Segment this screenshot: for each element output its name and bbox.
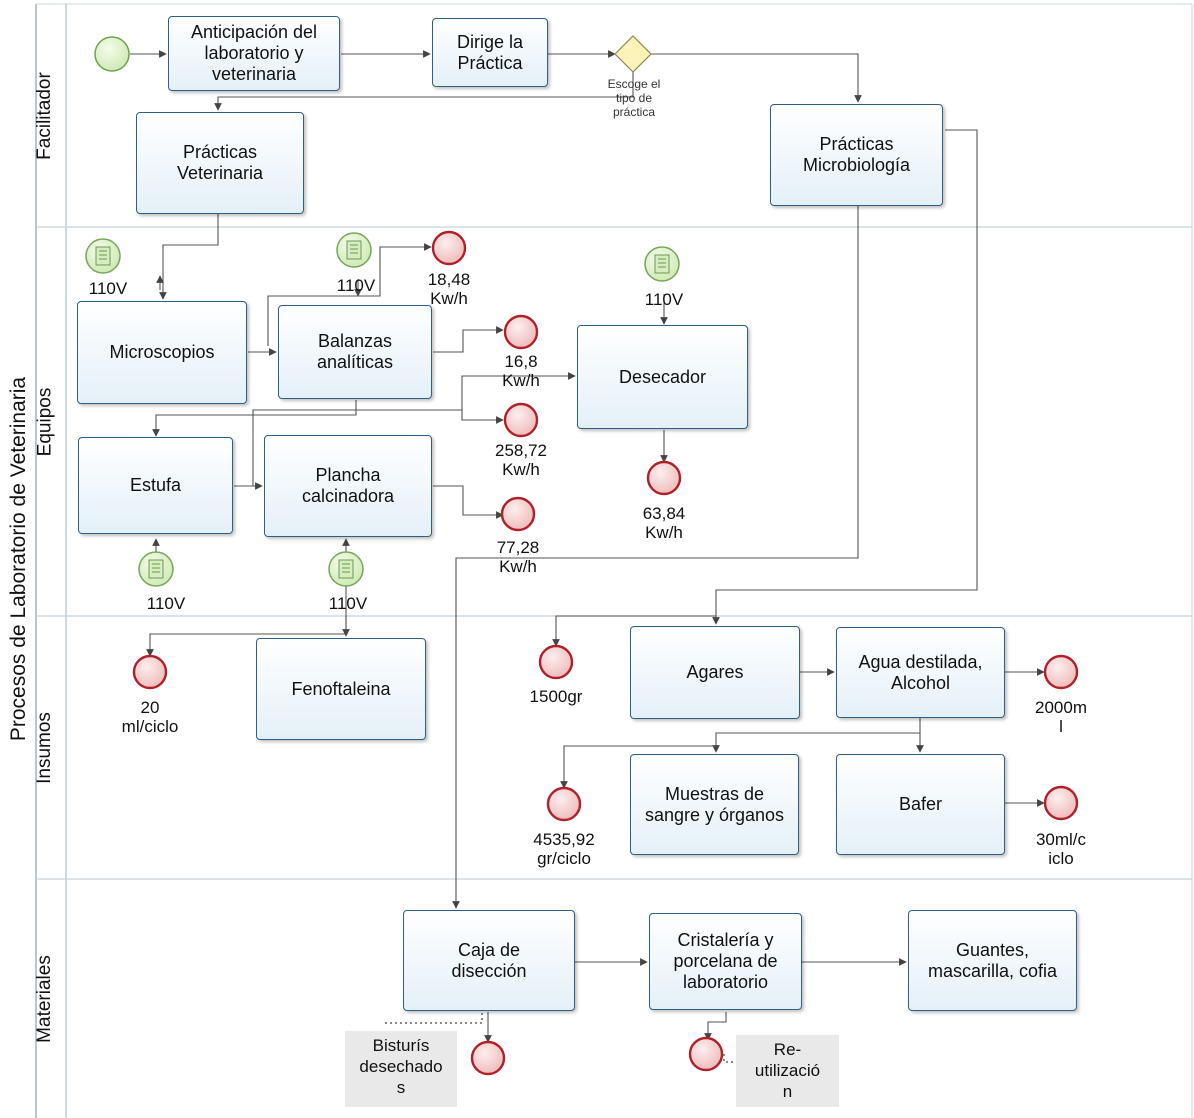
energy-label-estufa: 258,72 Kw/h [495, 441, 547, 479]
task-practicas-microbiologia[interactable]: Prácticas Microbiología [770, 104, 943, 206]
energy-label-desecador: 63,84 Kw/h [642, 504, 686, 542]
energy-label-balanzas: 16,8 Kw/h [502, 352, 540, 390]
task-agua-destilada-alcohol[interactable]: Agua destilada, Alcohol [836, 627, 1005, 718]
end-event-circle [500, 496, 536, 532]
sequence-flows [130, 50, 1045, 1043]
end-event-circle [1043, 654, 1079, 690]
message-start-events [85, 232, 680, 587]
association-reutilizacion [723, 1054, 733, 1063]
flow-balanzas-kwh [433, 326, 504, 353]
annotation-bisturis: Bisturís desechado s [345, 1031, 457, 1107]
task-estufa[interactable]: Estufa [78, 437, 233, 534]
task-practicas-veterinaria[interactable]: Prácticas Veterinaria [136, 112, 304, 214]
message-start-event-icon [644, 246, 680, 282]
task-bafer[interactable]: Bafer [836, 754, 1005, 855]
end-event-circle [538, 644, 574, 680]
voltage-label-balanzas: 110V [336, 276, 376, 295]
association-bisturis [385, 1012, 483, 1024]
flow-gateway-veterinaria [214, 72, 634, 111]
end-event-circle [646, 460, 682, 496]
flow-balanzas-estufa [152, 400, 357, 437]
flow-microbiologia-caja [452, 206, 859, 909]
task-cristaleria-porcelana[interactable]: Cristalería y porcelana de laboratorio [649, 913, 802, 1010]
lane-label-materiales: Materiales [34, 954, 55, 1043]
voltage-label-estufa: 110V [146, 594, 186, 613]
task-dirige-practica[interactable]: Dirige la Práctica [432, 18, 548, 87]
voltage-label-microscopios: 110V [88, 279, 128, 298]
consumption-label-fenoftaleina: 20 ml/ciclo [121, 698, 179, 736]
flow-to-1500gr [552, 615, 716, 647]
consumption-label-agua: 2000m l [1035, 698, 1087, 736]
lane-label-equipos: Equipos [34, 387, 56, 456]
voltage-label-plancha: 110V [328, 594, 368, 613]
end-event-circle [431, 230, 467, 266]
task-microscopios[interactable]: Microscopios [77, 301, 247, 404]
end-event-circle [688, 1036, 724, 1072]
flow-plancha-fenoftaleina-end [146, 566, 347, 657]
flow-agua-muestras [712, 732, 920, 753]
lane-label-insumos: Insumos [34, 711, 55, 784]
task-plancha-calcinadora[interactable]: Plancha calcinadora [264, 435, 432, 537]
associations [385, 1012, 733, 1063]
message-start-event-icon [336, 232, 372, 268]
flow-veterinaria-microscopios [159, 214, 219, 300]
energy-label-balanzas-top: 18,48 Kw/h [427, 270, 471, 308]
task-caja-diseccion[interactable]: Caja de disección [403, 910, 575, 1011]
task-desecador[interactable]: Desecador [577, 325, 748, 429]
task-muestras-sangre[interactable]: Muestras de sangre y órganos [630, 754, 799, 855]
flow-to-4535gr [560, 745, 716, 789]
flow-cristaleria-end [704, 1012, 727, 1041]
end-event-circle [1043, 785, 1079, 821]
consumption-label-bafer: 30ml/c iclo [1035, 830, 1087, 868]
end-event-circle [132, 654, 168, 690]
flow-estufa-kwh [461, 410, 504, 424]
start-event-circle [94, 36, 130, 72]
end-event-circle [470, 1040, 506, 1076]
flow-balanzas-kwh-top [267, 243, 432, 346]
task-guantes-mascarilla-cofia[interactable]: Guantes, mascarilla, cofia [908, 910, 1077, 1011]
consumption-label-muestras: 4535,92 gr/ciclo [533, 830, 595, 868]
task-anticipacion[interactable]: Anticipación del laboratorio y veterinar… [168, 16, 340, 91]
message-start-event-icon [138, 551, 174, 587]
message-start-event-icon [328, 551, 364, 587]
task-agares[interactable]: Agares [630, 626, 800, 719]
end-event-circle [503, 402, 539, 438]
task-fenoftaleina[interactable]: Fenoftaleina [256, 638, 426, 740]
end-event-circle [503, 314, 539, 350]
energy-label-plancha: 77,28 Kw/h [496, 538, 540, 576]
message-start-event-icon [85, 238, 121, 274]
consumption-label-agares: 1500gr [529, 687, 583, 706]
end-events [132, 230, 1079, 1076]
lane-label-facilitador: Facilitador [34, 71, 55, 160]
flow-microbiologia-agares [712, 129, 978, 625]
flow-gateway-microbiologia [650, 53, 862, 103]
gateway-label: Escoge el tipo de práctica [607, 77, 661, 119]
voltage-label-desecador: 110V [644, 290, 684, 309]
task-balanzas-analiticas[interactable]: Balanzas analíticas [278, 305, 432, 399]
flow-plancha-kwh [433, 485, 504, 519]
annotation-reutilizacion: Re- utilizació n [736, 1035, 839, 1107]
exclusive-gateway-diamond [614, 35, 652, 73]
end-event-circle [546, 786, 582, 822]
